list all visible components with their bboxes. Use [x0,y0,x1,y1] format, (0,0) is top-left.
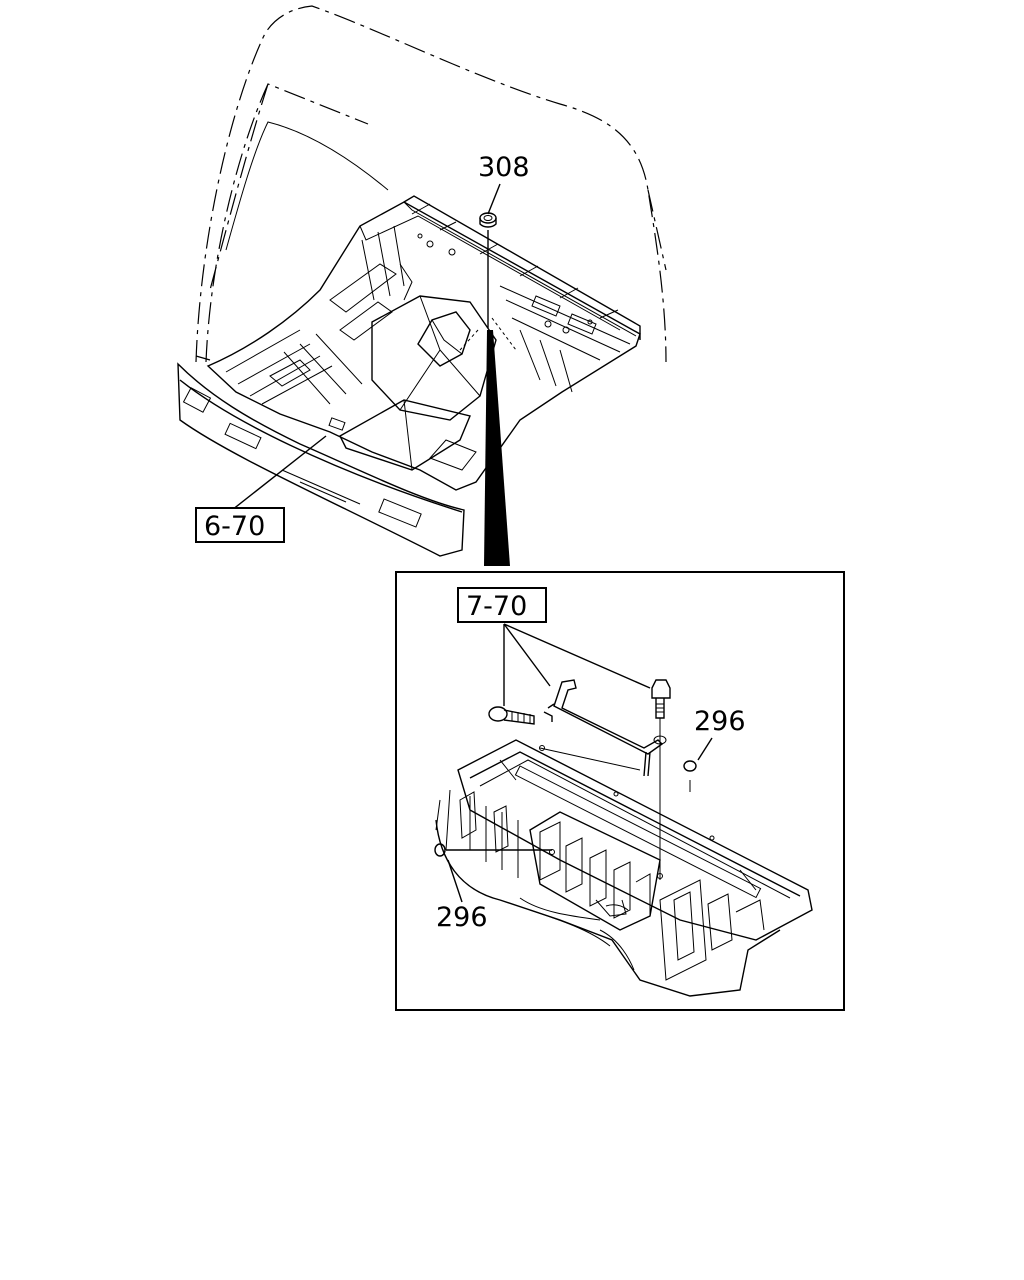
leader-308 [487,183,501,215]
cab-assembly-drawing [177,5,667,557]
part-296-right-icon [683,760,697,772]
detail-frame [395,571,845,1011]
bolt-left-icon [488,706,553,725]
leader-brace [539,747,641,771]
callout-308: 308 [478,152,530,183]
part-296-left-icon [434,843,446,857]
rear-floor-detail-drawing [435,739,813,997]
leader-6-70 [231,435,327,511]
leader-7-70 [503,623,651,706]
callout-296-left: 296 [436,902,488,933]
leader-296-right [697,737,713,761]
ref-label-7-70[interactable]: 7-70 [466,591,527,622]
part-308-nut-icon [479,212,497,228]
leader-296-left [447,859,463,903]
ref-box-7-70[interactable] [457,587,547,623]
detail-projection-wedge [484,330,510,566]
callout-296-right: 296 [694,706,746,737]
ref-label-6-70[interactable]: 6-70 [204,511,265,542]
ref-box-6-70[interactable] [195,507,285,543]
